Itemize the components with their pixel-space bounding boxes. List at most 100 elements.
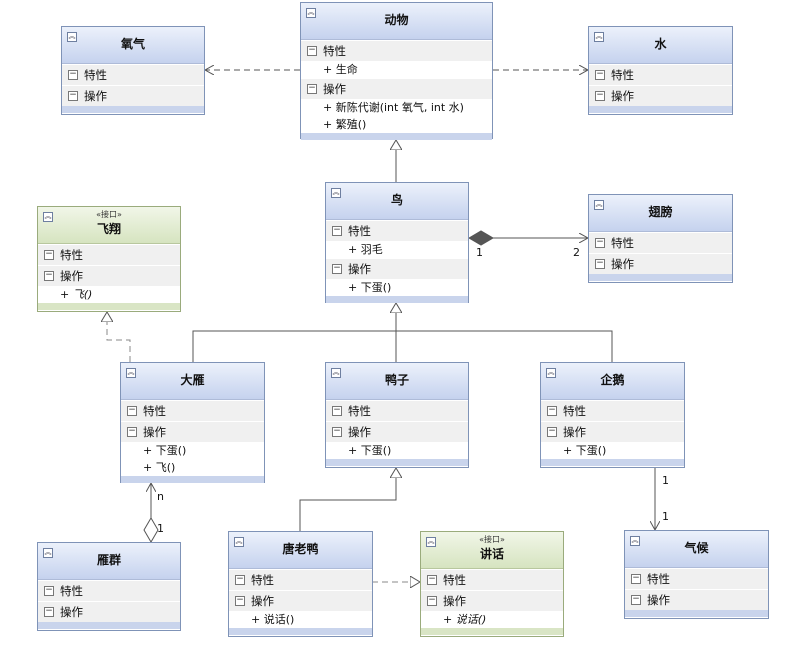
- minus-toggle-icon[interactable]: −: [631, 573, 641, 584]
- minus-toggle-icon[interactable]: −: [44, 606, 54, 617]
- minus-toggle-icon[interactable]: −: [427, 595, 437, 606]
- multiplicity-penguin-side: 1: [662, 474, 669, 487]
- operations-compartment[interactable]: −操作: [541, 421, 684, 442]
- class-name: 大雁: [180, 373, 205, 387]
- multiplicity-flock-side: 1: [157, 522, 164, 535]
- collapse-icon[interactable]: ︽: [43, 548, 53, 558]
- interface-speak[interactable]: ︽ «接口» 讲话 −特性 −操作 + 说话(): [420, 531, 564, 637]
- attributes-compartment[interactable]: −特性: [589, 64, 732, 85]
- attributes-compartment[interactable]: −特性: [38, 580, 180, 601]
- collapse-icon[interactable]: ︽: [43, 212, 53, 222]
- minus-toggle-icon[interactable]: −: [127, 405, 137, 416]
- minus-toggle-icon[interactable]: −: [595, 258, 605, 269]
- operations-compartment[interactable]: −操作: [301, 78, 492, 99]
- operations-compartment[interactable]: −操作: [229, 590, 372, 611]
- interface-name: 讲话: [479, 547, 504, 561]
- minus-toggle-icon[interactable]: −: [44, 249, 54, 260]
- operations-compartment[interactable]: −操作: [326, 421, 468, 442]
- minus-toggle-icon[interactable]: −: [44, 585, 54, 596]
- attribute-member: + 羽毛: [326, 241, 468, 258]
- minus-toggle-icon[interactable]: −: [68, 69, 78, 80]
- minus-toggle-icon[interactable]: −: [68, 90, 78, 101]
- minus-toggle-icon[interactable]: −: [547, 426, 557, 437]
- class-name: 动物: [384, 13, 409, 27]
- minus-toggle-icon[interactable]: −: [595, 237, 605, 248]
- operation-member: + 飞(): [38, 286, 180, 303]
- minus-toggle-icon[interactable]: −: [44, 270, 54, 281]
- minus-toggle-icon[interactable]: −: [332, 263, 342, 274]
- minus-toggle-icon[interactable]: −: [631, 594, 641, 605]
- collapse-icon[interactable]: ︽: [331, 188, 341, 198]
- minus-toggle-icon[interactable]: −: [332, 225, 342, 236]
- collapse-icon[interactable]: ︽: [546, 368, 556, 378]
- attributes-compartment[interactable]: −特性: [589, 232, 732, 253]
- operations-compartment[interactable]: −操作: [38, 265, 180, 286]
- attributes-compartment[interactable]: −特性: [326, 400, 468, 421]
- collapse-icon[interactable]: ︽: [306, 8, 316, 18]
- minus-toggle-icon[interactable]: −: [595, 90, 605, 101]
- class-header: ︽ 氧气: [62, 27, 204, 64]
- multiplicity-bird-side: 1: [476, 246, 483, 259]
- interface-fly[interactable]: ︽ «接口» 飞翔 −特性 −操作 + 飞(): [37, 206, 181, 312]
- generalization-donald-duck: [299, 468, 396, 531]
- class-water[interactable]: ︽ 水 −特性 −操作: [588, 26, 733, 115]
- operations-compartment[interactable]: −操作: [326, 258, 468, 279]
- class-name: 唐老鸭: [282, 542, 319, 556]
- class-penguin[interactable]: ︽ 企鹅 −特性 −操作 + 下蛋(): [540, 362, 685, 468]
- operation-member: + 繁殖(): [301, 116, 492, 133]
- attributes-compartment[interactable]: −特性: [421, 569, 563, 590]
- attributes-compartment[interactable]: −特性: [229, 569, 372, 590]
- stereotype-label: «接口»: [479, 535, 505, 544]
- minus-toggle-icon[interactable]: −: [427, 574, 437, 585]
- class-wing[interactable]: ︽ 翅膀 −特性 −操作: [588, 194, 733, 283]
- class-climate[interactable]: ︽ 气候 −特性 −操作: [624, 530, 769, 619]
- minus-toggle-icon[interactable]: −: [307, 45, 317, 56]
- operations-compartment[interactable]: −操作: [589, 253, 732, 274]
- operation-member: + 下蛋(): [326, 442, 468, 459]
- class-donald-duck[interactable]: ︽ 唐老鸭 −特性 −操作 + 说话(): [228, 531, 373, 637]
- attributes-compartment[interactable]: −特性: [326, 220, 468, 241]
- attributes-compartment[interactable]: −特性: [62, 64, 204, 85]
- class-goose[interactable]: ︽ 大雁 −特性 −操作 + 下蛋() + 飞(): [120, 362, 265, 483]
- operations-compartment[interactable]: −操作: [625, 589, 768, 610]
- collapse-icon[interactable]: ︽: [594, 32, 604, 42]
- operations-compartment[interactable]: −操作: [421, 590, 563, 611]
- minus-toggle-icon[interactable]: −: [547, 405, 557, 416]
- class-animal[interactable]: ︽ 动物 −特性 + 生命 −操作 + 新陈代谢(int 氧气, int 水) …: [300, 2, 493, 140]
- class-header: ︽ 动物: [301, 3, 492, 40]
- minus-toggle-icon[interactable]: −: [235, 574, 245, 585]
- operations-compartment[interactable]: −操作: [62, 85, 204, 106]
- minus-toggle-icon[interactable]: −: [332, 405, 342, 416]
- collapse-icon[interactable]: ︽: [594, 200, 604, 210]
- class-oxygen[interactable]: ︽ 氧气 −特性 −操作: [61, 26, 205, 115]
- generalization-goose-bird: [192, 330, 396, 362]
- class-header: ︽ 翅膀: [589, 195, 732, 232]
- attributes-compartment[interactable]: −特性: [38, 244, 180, 265]
- attributes-compartment[interactable]: −特性: [625, 568, 768, 589]
- realization-goose-fly: [107, 312, 131, 362]
- minus-toggle-icon[interactable]: −: [307, 83, 317, 94]
- class-duck[interactable]: ︽ 鸭子 −特性 −操作 + 下蛋(): [325, 362, 469, 468]
- class-bird[interactable]: ︽ 鸟 −特性 + 羽毛 −操作 + 下蛋(): [325, 182, 469, 303]
- operations-compartment[interactable]: −操作: [121, 421, 264, 442]
- operation-member: + 下蛋(): [541, 442, 684, 459]
- collapse-icon[interactable]: ︽: [234, 537, 244, 547]
- minus-toggle-icon[interactable]: −: [332, 426, 342, 437]
- collapse-icon[interactable]: ︽: [426, 537, 436, 547]
- attributes-compartment[interactable]: −特性: [121, 400, 264, 421]
- collapse-icon[interactable]: ︽: [331, 368, 341, 378]
- collapse-icon[interactable]: ︽: [67, 32, 77, 42]
- attribute-member: + 生命: [301, 61, 492, 78]
- attributes-compartment[interactable]: −特性: [541, 400, 684, 421]
- collapse-icon[interactable]: ︽: [126, 368, 136, 378]
- operations-compartment[interactable]: −操作: [589, 85, 732, 106]
- minus-toggle-icon[interactable]: −: [595, 69, 605, 80]
- minus-toggle-icon[interactable]: −: [127, 426, 137, 437]
- class-header: ︽ 唐老鸭: [229, 532, 372, 569]
- attributes-compartment[interactable]: −特性: [301, 40, 492, 61]
- collapse-icon[interactable]: ︽: [630, 536, 640, 546]
- operations-compartment[interactable]: −操作: [38, 601, 180, 622]
- stereotype-label: «接口»: [96, 210, 122, 219]
- class-flock[interactable]: ︽ 雁群 −特性 −操作: [37, 542, 181, 631]
- minus-toggle-icon[interactable]: −: [235, 595, 245, 606]
